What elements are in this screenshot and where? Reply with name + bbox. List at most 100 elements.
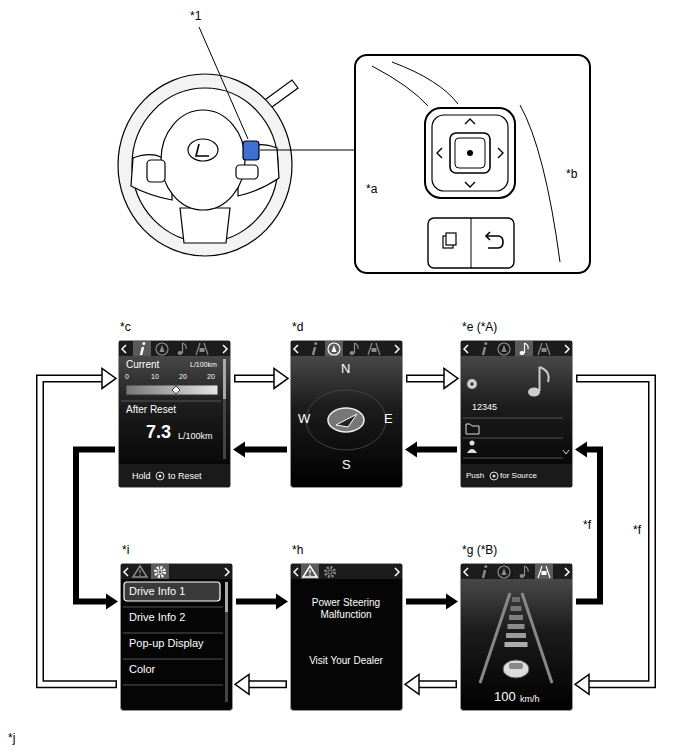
menu-icon xyxy=(498,343,510,355)
arrow-fill xyxy=(408,376,446,381)
menu-icon xyxy=(355,343,359,349)
screen-text: N xyxy=(341,362,350,377)
menu-icon xyxy=(376,343,380,355)
menu-icon xyxy=(142,342,145,345)
arrow-head xyxy=(444,368,458,388)
screen-graphic xyxy=(119,341,231,488)
arrow-line xyxy=(76,450,115,602)
menu-icon xyxy=(538,566,542,578)
screen-graphic xyxy=(464,568,468,576)
menu-icon xyxy=(196,343,200,355)
menu-icon xyxy=(303,566,317,577)
switch-inset xyxy=(498,148,503,158)
arrow-outline xyxy=(234,374,275,382)
menu-icon xyxy=(498,566,510,578)
screen-text: 12345 xyxy=(472,402,497,412)
screen-text: Pop-up Display xyxy=(129,637,204,650)
menu-icon xyxy=(538,343,542,355)
menu-icon xyxy=(542,348,547,352)
screen-graphic xyxy=(121,564,233,711)
hollow-arrow xyxy=(234,368,288,388)
screen-graphic xyxy=(123,659,223,660)
screen-graphic xyxy=(126,385,218,395)
screen-graphic xyxy=(336,414,357,427)
edge-label: *f xyxy=(632,524,642,538)
screen-graphic xyxy=(225,582,228,612)
arrow-line xyxy=(416,447,457,453)
arrow-head xyxy=(276,593,288,609)
screen-graphic xyxy=(540,367,549,382)
screen-text: for Source xyxy=(500,471,537,480)
screen-text: W xyxy=(298,412,310,427)
arrow-head xyxy=(102,368,116,388)
screen-graphic xyxy=(509,615,523,620)
screen-graphic xyxy=(463,418,563,419)
screen-graphic xyxy=(463,458,563,459)
menu-icon xyxy=(178,343,187,355)
screen-graphic xyxy=(133,341,151,356)
screen-text: 10 xyxy=(151,373,159,381)
menu-icon xyxy=(309,574,311,576)
screen-graphic xyxy=(122,345,126,353)
screen-label: *h xyxy=(292,544,303,558)
screen-graphic xyxy=(395,345,399,353)
menu-icon xyxy=(484,565,487,568)
screen-graphic xyxy=(291,564,403,711)
screen-graphic xyxy=(294,345,298,353)
screen-graphic xyxy=(159,475,162,478)
screen-graphic xyxy=(301,564,319,579)
switch-inset xyxy=(486,232,490,240)
arrow-head xyxy=(106,593,118,609)
screen-label: *g (*B) xyxy=(462,544,497,558)
screen-text: Push xyxy=(466,471,484,480)
screen-label: *d xyxy=(292,321,303,335)
switch-inset xyxy=(446,233,456,245)
menu-icon xyxy=(156,343,168,355)
screen-graphic xyxy=(565,345,569,353)
screen-text: Hold xyxy=(132,471,151,481)
arrow-fill xyxy=(40,378,116,684)
steering-wheel xyxy=(236,165,258,179)
solid-arrow xyxy=(76,450,118,610)
switch-inset xyxy=(428,218,514,268)
hollow-arrow xyxy=(405,674,457,694)
switch-inset xyxy=(437,148,442,158)
menu-icon xyxy=(158,570,162,574)
menu-icon xyxy=(520,343,529,355)
menu-icon xyxy=(314,342,317,345)
screen-graphic xyxy=(563,450,569,454)
screen-graphic xyxy=(509,663,523,669)
menu-icon xyxy=(183,343,187,349)
screen-graphic xyxy=(291,341,403,488)
leader-line xyxy=(260,150,355,151)
menu-icon xyxy=(484,342,487,345)
steering-wheel xyxy=(180,208,230,243)
screen-graphic xyxy=(156,472,164,480)
arrow-head xyxy=(235,674,249,694)
screen-graphic xyxy=(461,464,572,487)
solid-arrow xyxy=(405,442,457,458)
screen-graphic xyxy=(223,359,226,459)
arrow-fill xyxy=(236,376,276,381)
screen-graphic xyxy=(291,564,403,711)
screen-text: 7.3 xyxy=(146,422,171,443)
menu-icon xyxy=(156,343,168,355)
menu-icon xyxy=(372,348,377,352)
arrow-head xyxy=(274,368,288,388)
menu-icon xyxy=(546,343,550,355)
edge-label: *f xyxy=(582,519,592,533)
switch-inset xyxy=(465,119,475,124)
menu-icon xyxy=(350,343,359,355)
arrow-outline xyxy=(248,680,287,688)
screen-text: Color xyxy=(129,663,155,676)
menu-icon xyxy=(156,568,165,577)
menu-icon xyxy=(133,566,147,577)
screen-text: L/100km xyxy=(190,361,217,369)
screen-graphic xyxy=(461,564,572,579)
screen-graphic xyxy=(528,388,540,397)
menu-icon xyxy=(156,568,165,577)
display-screen: *dNWES xyxy=(290,340,403,488)
screen-graphic xyxy=(123,633,223,634)
